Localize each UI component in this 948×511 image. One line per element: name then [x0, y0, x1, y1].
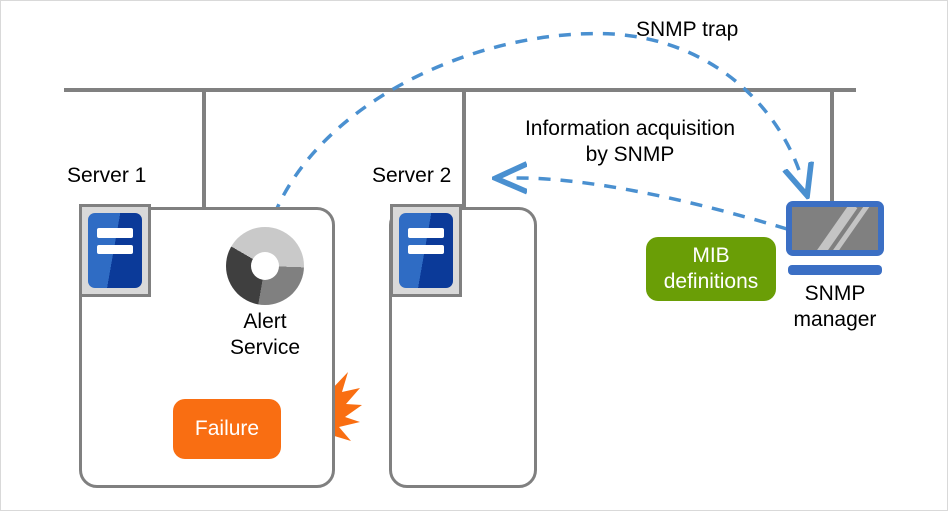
server-icon-body: [399, 213, 453, 288]
information-acquisition-line1: Information acquisition: [524, 117, 736, 140]
alert-service-label-line2: Service: [229, 336, 301, 359]
information-acquisition-line2: by SNMP: [585, 143, 675, 166]
mib-definitions-line2: definitions: [663, 270, 759, 293]
snmp-trap-label: SNMP trap: [636, 18, 739, 41]
monitor-screen: [792, 207, 878, 250]
alert-service-label-line1: Alert: [243, 310, 287, 333]
mib-definitions-box[interactable]: MIB definitions: [646, 237, 776, 301]
network-bus: [64, 88, 856, 207]
alert-service-label: Alert Service: [205, 309, 325, 361]
mib-definitions-line1: MIB: [692, 244, 730, 267]
failure-box[interactable]: Failure: [173, 399, 281, 459]
snmp-manager-label: SNMP manager: [775, 281, 895, 333]
server2-icon: [390, 204, 462, 297]
server-icon-body: [88, 213, 142, 288]
server1-label: Server 1: [67, 164, 147, 187]
arrow-information-acquisition: [513, 178, 788, 231]
monitor-bezel: [786, 201, 884, 256]
server-icon-bar: [96, 244, 134, 255]
snmp-manager-line1: SNMP: [804, 282, 866, 305]
failure-label: Failure: [194, 417, 260, 440]
information-acquisition-label: Information acquisition by SNMP: [519, 116, 741, 168]
monitor-base: [787, 265, 883, 275]
snmp-manager-line2: manager: [793, 308, 877, 331]
server1-icon: [79, 204, 151, 297]
server-icon-bar: [96, 228, 134, 238]
server-icon-bar: [407, 228, 445, 238]
arrow-snmp-trap: [265, 31, 802, 237]
alert-service-donut-icon: [226, 227, 304, 305]
server-icon-bar: [407, 244, 445, 255]
server2-label: Server 2: [372, 164, 452, 187]
snmp-manager-monitor-icon[interactable]: [786, 201, 884, 275]
